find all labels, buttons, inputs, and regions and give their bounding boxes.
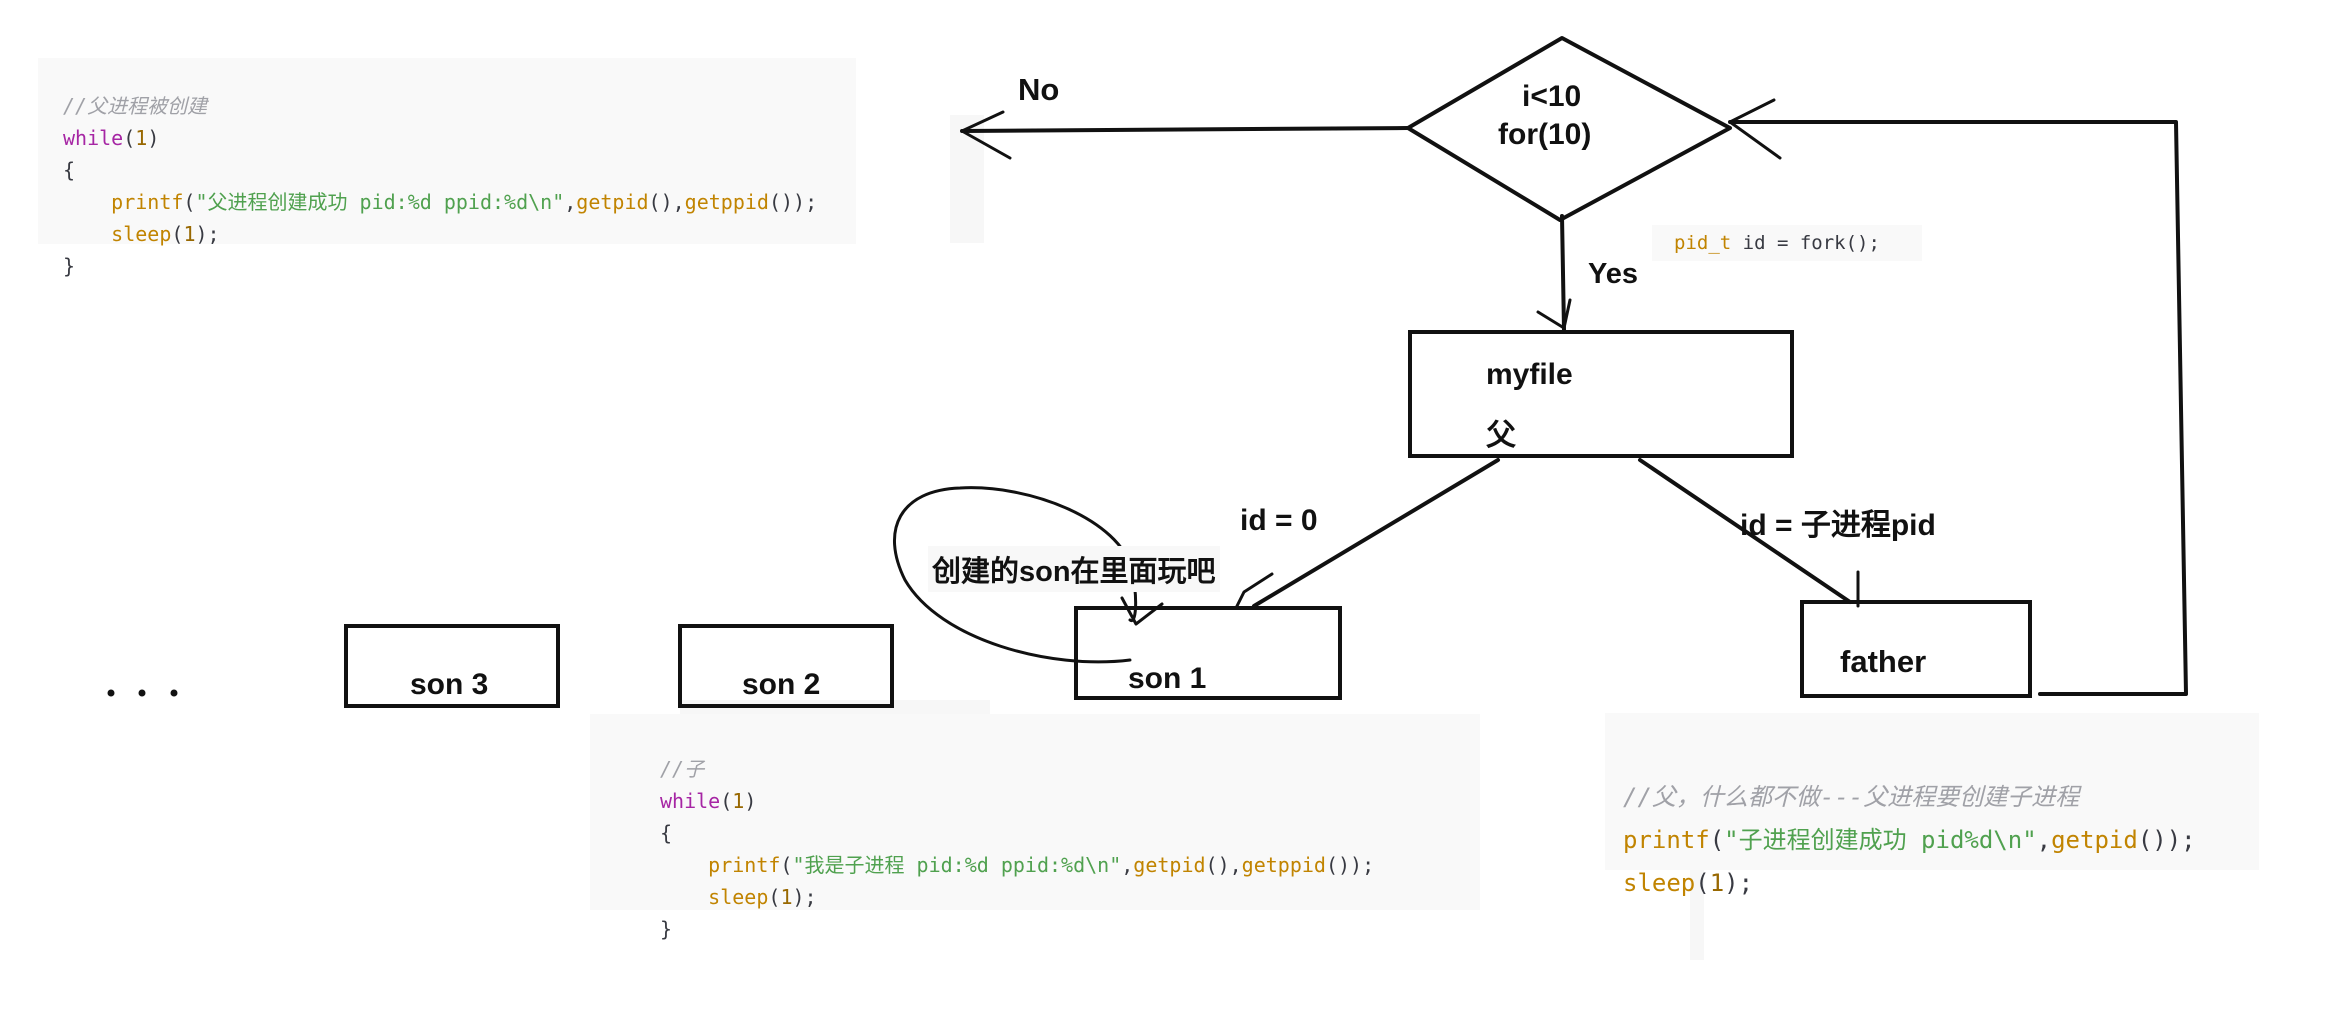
code-open-brace: { (63, 158, 76, 182)
code-number: 1 (780, 885, 793, 909)
son2-label: son 2 (742, 668, 821, 701)
ellipsis-dot-1 (107, 689, 115, 697)
code-sleep: sleep (111, 222, 172, 246)
no-arrowhead (960, 110, 1012, 160)
edge-myfile-father (1638, 458, 1852, 604)
code-getppid: getppid (684, 190, 769, 214)
son3-label: son 3 (410, 668, 489, 701)
edge-label-id-child: id = 子进程pid (1740, 509, 1936, 542)
decision-condition: i<10 (1522, 80, 1582, 113)
code-keyword-while: while (63, 126, 124, 150)
yes-arrow-line (1560, 214, 1566, 332)
fork-code-panel: pid_t id = fork(); (1652, 225, 1922, 261)
loop-back-line (1728, 120, 2188, 696)
code-close-brace: } (660, 917, 673, 941)
code-printf: printf (708, 853, 781, 877)
code-getpid: getpid (1133, 853, 1206, 877)
code-printf: printf (111, 190, 184, 214)
edge-label-id-zero: id = 0 (1240, 504, 1318, 537)
edge-myfile-son1 (1252, 458, 1500, 608)
code-string: "我是子进程 pid:%d ppid:%d\n" (792, 853, 1122, 877)
code-string: "子进程创建成功 pid%d\n" (1724, 826, 2037, 854)
son1-label: son 1 (1128, 662, 1207, 695)
son-note: 创建的son在里面玩吧 (928, 546, 1220, 592)
myfile-parent-label: 父 (1486, 419, 1516, 452)
no-arrow-line (960, 126, 1410, 133)
code-close-brace: } (63, 254, 76, 278)
code-getpid: getpid (2051, 826, 2138, 854)
son2-box (678, 624, 894, 708)
decision-diamond (1406, 36, 1732, 222)
father-box (1800, 600, 2032, 698)
code-sleep: sleep (708, 885, 769, 909)
faint-strip-left (950, 115, 984, 243)
son1-box (1074, 606, 1342, 700)
code-comment: //父进程被创建 (63, 94, 208, 118)
code-number: 1 (1709, 869, 1725, 897)
ellipsis-dot-3 (170, 689, 178, 697)
code-comment: //父，什么都不做---父进程要创建子进程 (1623, 783, 2080, 811)
code-comment: //子 (660, 757, 705, 781)
son3-box (344, 624, 560, 708)
code-sleep: sleep (1623, 869, 1696, 897)
ellipsis-dot-2 (138, 689, 146, 697)
code-keyword-while: while (660, 789, 721, 813)
yes-label: Yes (1588, 258, 1638, 290)
myfile-label: myfile (1486, 358, 1573, 391)
no-label: No (1018, 72, 1060, 107)
code-printf: printf (1623, 826, 1710, 854)
edge-myfile-son1-head (1234, 572, 1274, 610)
code-string: "父进程创建成功 pid:%d ppid:%d\n" (195, 190, 565, 214)
code-open-brace: { (660, 821, 673, 845)
code-getpid: getpid (576, 190, 649, 214)
code-fork-call: id = fork(); (1731, 232, 1880, 254)
code-number: 1 (135, 126, 148, 150)
code-getppid: getppid (1241, 853, 1326, 877)
code-number: 1 (183, 222, 196, 246)
code-number: 1 (732, 789, 745, 813)
decision-loop: for(10) (1498, 118, 1592, 151)
code-type: pid_t (1674, 232, 1732, 254)
faint-strip-bottom (1690, 870, 1704, 960)
loop-back-head (1728, 98, 1782, 160)
father-label: father (1840, 644, 1927, 679)
myfile-box (1408, 330, 1794, 458)
yes-arrowhead (1536, 298, 1572, 330)
